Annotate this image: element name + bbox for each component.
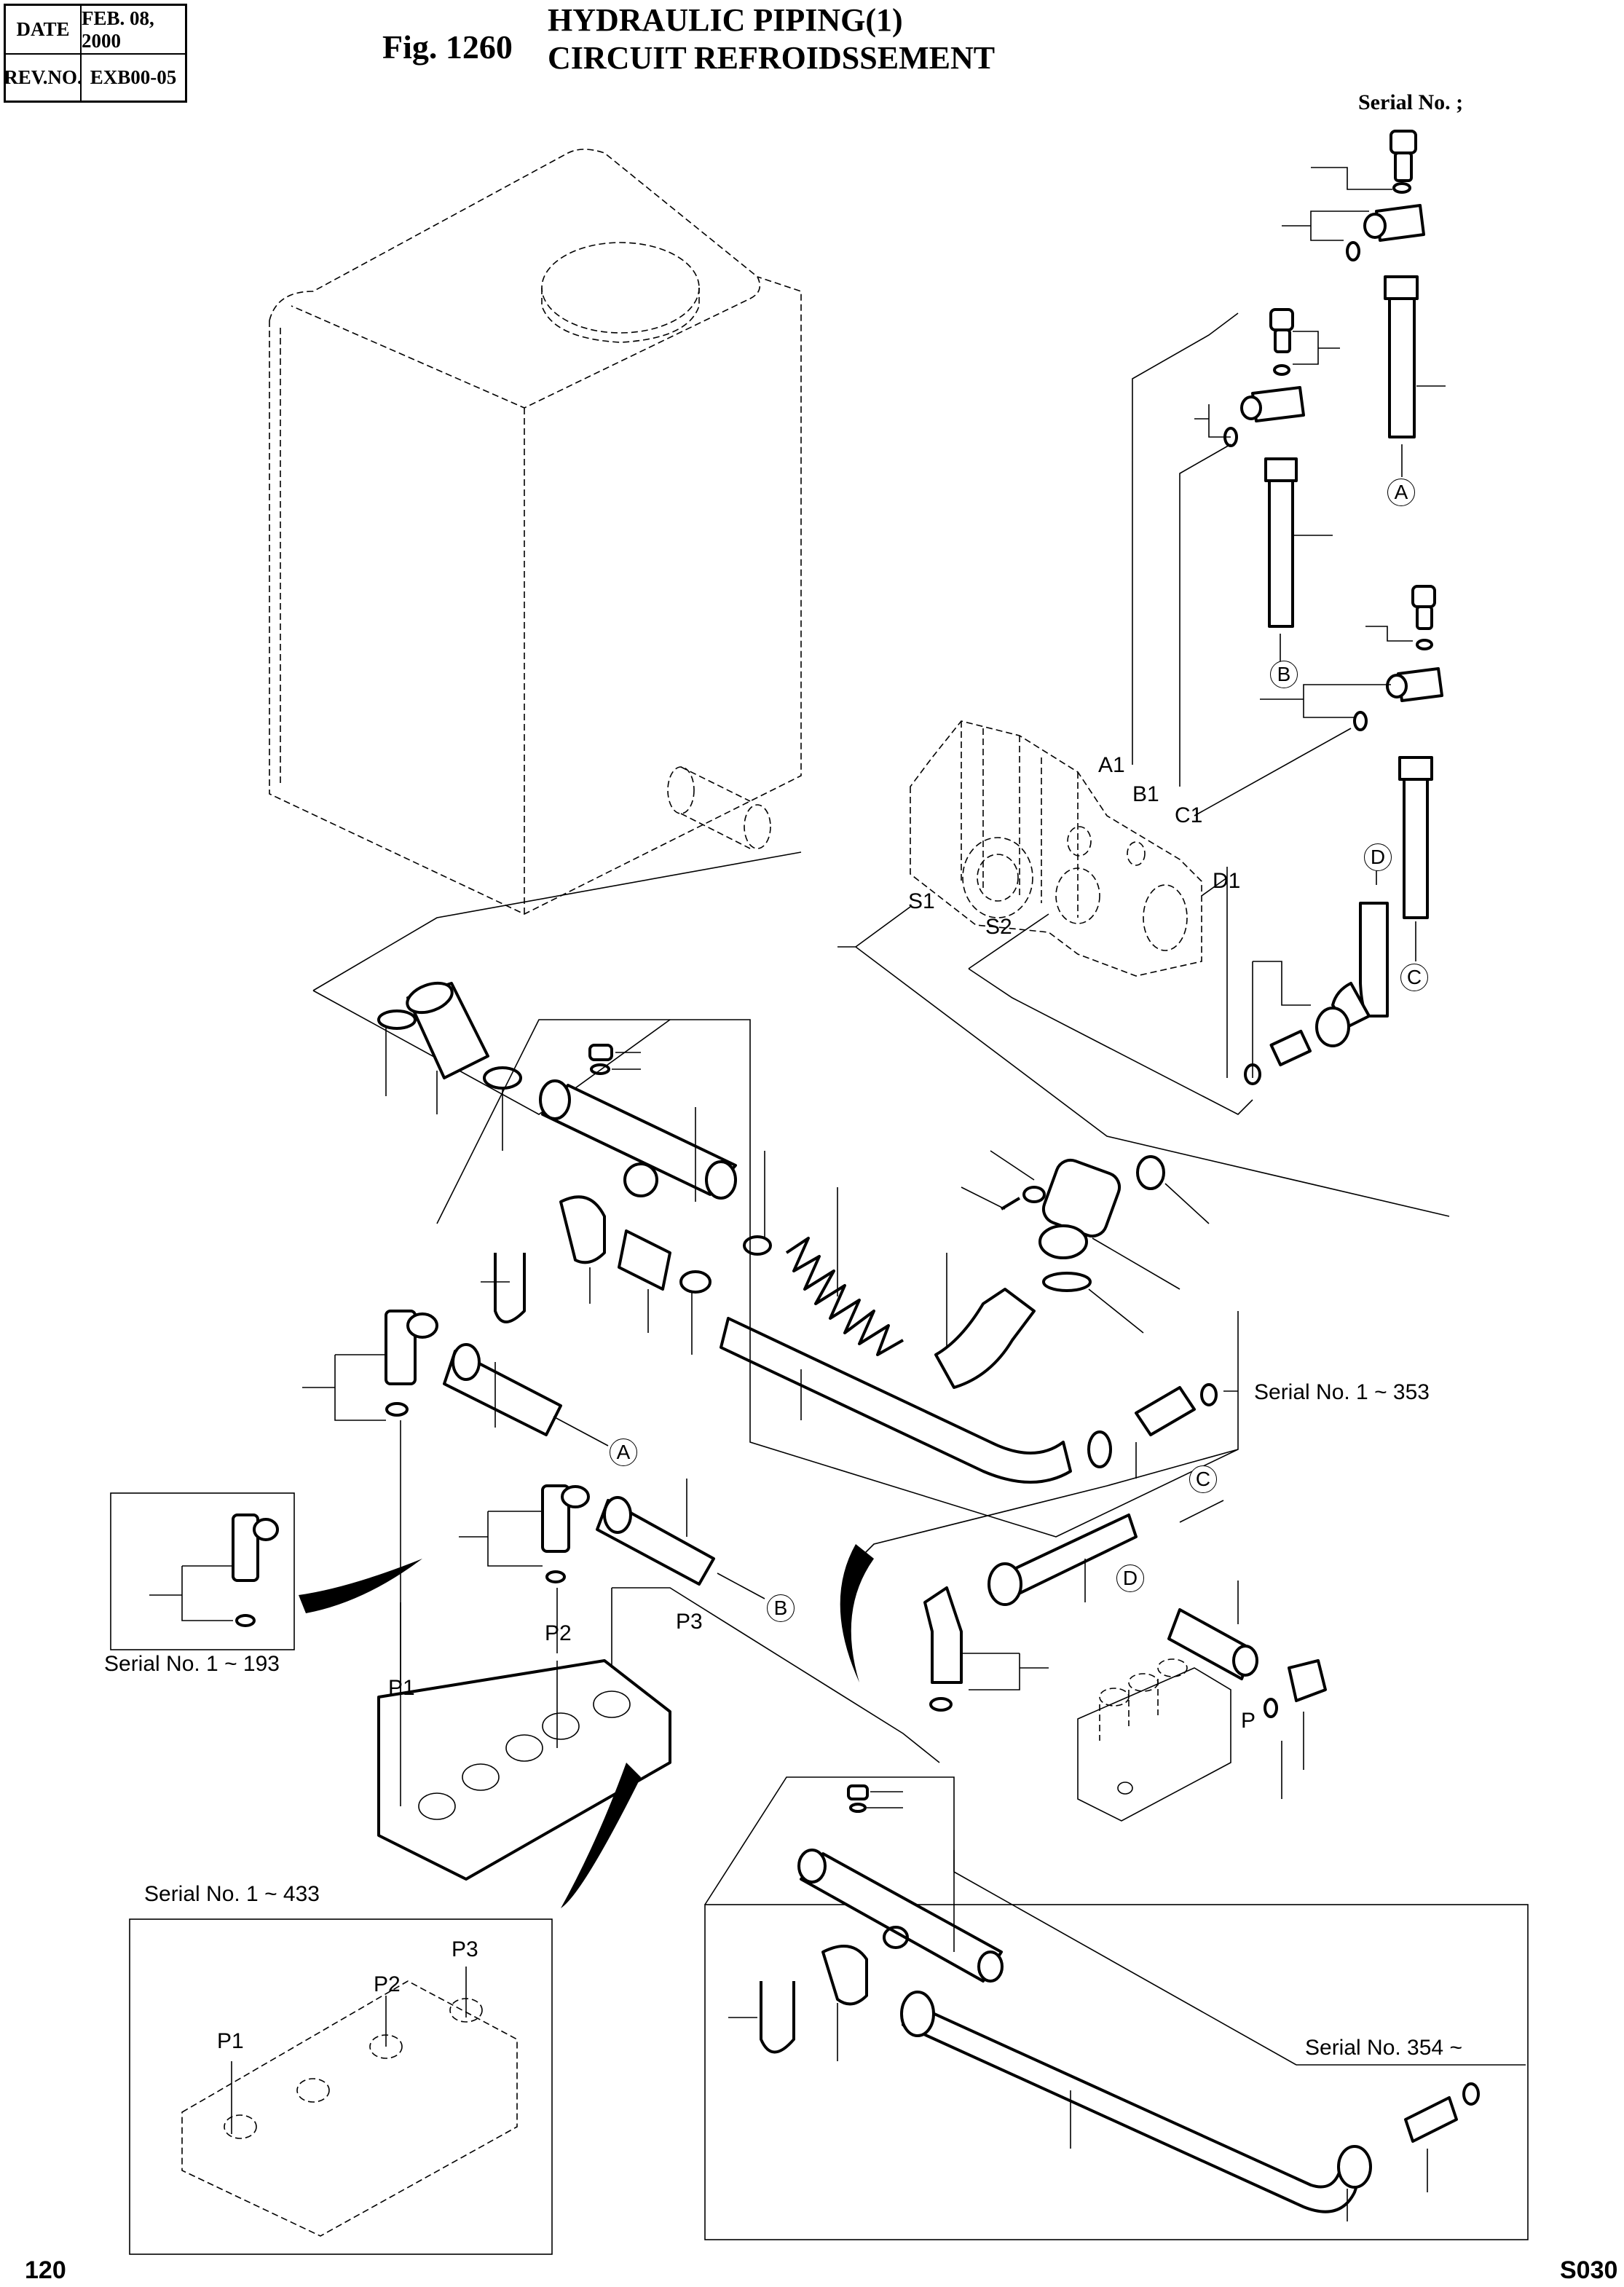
rev-label: REV.NO. [4,53,82,101]
valve-inlet-fittings [302,1310,765,1821]
title-line-1: HYDRAULIC PIPING(1) [548,2,903,38]
inset-port-p2: P2 [374,1972,401,1996]
port-label-d1: D1 [1213,869,1241,893]
inset-valve-1-433 [129,1918,553,2255]
ref-bubble-c-low: C [1189,1465,1217,1493]
inset-serial-354 [704,1776,1529,2240]
ref-bubble-b-top: B [1270,661,1298,688]
tank-outlet-group [377,981,1239,1538]
rev-value: EXB00-05 [80,53,185,101]
figure-title: HYDRAULIC PIPING(1) CIRCUIT REFROIDSSEME… [548,1,995,77]
serial-range-1-193: Serial No. 1 ~ 193 [104,1652,280,1676]
ref-bubble-d-low: D [1116,1564,1144,1592]
ref-bubble-a-low: A [610,1438,637,1466]
control-valve [377,1587,940,1908]
fitting-stack-b [1132,308,1340,787]
fitting-stack-a [1282,130,1446,477]
port-label-s1: S1 [908,889,935,913]
inset-fitting-1-193 [110,1492,422,1650]
port-label-s2: S2 [985,915,1012,939]
port-label-c1: C1 [1175,803,1203,827]
date-label: DATE [16,18,70,40]
valve-port-p3: P3 [676,1610,703,1634]
date-value: FEB. 08, 2000 [80,6,185,53]
ref-bubble-c-top: C [1400,964,1428,991]
pipe-d-c [1244,859,1390,1085]
port-label-a1: A1 [1098,753,1125,777]
inset-port-p3: P3 [452,1937,478,1961]
port-label-b1: B1 [1132,782,1159,806]
serial-number-header: Serial No. ; [1358,90,1464,114]
valve-port-p2: P2 [545,1621,572,1645]
valve-port-p1: P1 [388,1676,415,1700]
inset-port-p1: P1 [217,2029,244,2053]
page-number: 120 [25,2256,66,2284]
revision-table: DATE FEB. 08, 2000 REV.NO. EXB00-05 [4,4,187,103]
leader-tank-outlet [312,851,802,1115]
section-code: S030 [1560,2256,1618,2284]
serial-range-354: Serial No. 354 ~ [1305,2036,1462,2060]
ref-bubble-b-low: B [767,1594,795,1622]
title-line-2: CIRCUIT REFROIDSSEMENT [548,40,996,76]
ref-bubble-a-top: A [1387,479,1415,506]
ref-bubble-d-top: D [1364,843,1392,871]
hydraulic-pump [837,720,1450,1217]
serial-range-1-353: Serial No. 1 ~ 353 [1254,1380,1430,1404]
serial-range-1-433: Serial No. 1 ~ 433 [144,1882,320,1906]
fitting-stack-c [1194,585,1443,961]
valve-port-p: P [1241,1709,1256,1733]
hydraulic-tank [269,149,802,915]
pipe-c-and-valve-block [840,1449,1327,1822]
figure-number: Fig. 1260 [382,28,513,66]
